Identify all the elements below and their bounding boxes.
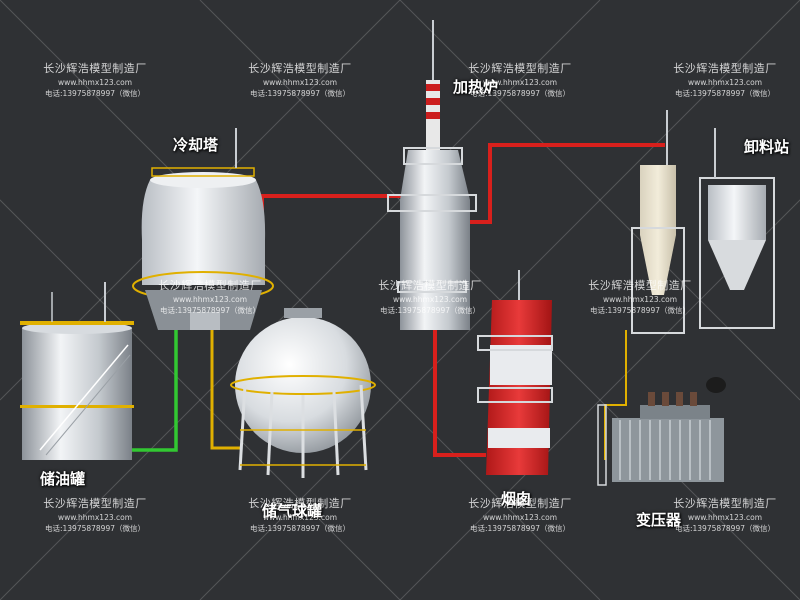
cooling-tower-label: 冷却塔 [173, 136, 219, 154]
water-pipe [128, 330, 178, 452]
transformer-label: 变压器 [636, 511, 682, 529]
gas-sphere-label: 储气球罐 [262, 502, 323, 520]
yellow-pipe [210, 330, 240, 450]
heating-furnace-label: 加热炉 [453, 78, 499, 96]
transformer-feed [604, 330, 627, 460]
gas-sphere [230, 308, 376, 478]
unloading-station-label: 卸料站 [744, 138, 790, 156]
unloading-station [631, 110, 775, 334]
transformer [597, 377, 726, 486]
heating-furnace [387, 20, 477, 330]
oil-tank-label: 储油罐 [40, 470, 86, 488]
oil-tank [20, 282, 134, 460]
cooling-tower [132, 128, 274, 330]
chimney-label: 烟囱 [501, 490, 532, 508]
chimney [477, 270, 553, 475]
